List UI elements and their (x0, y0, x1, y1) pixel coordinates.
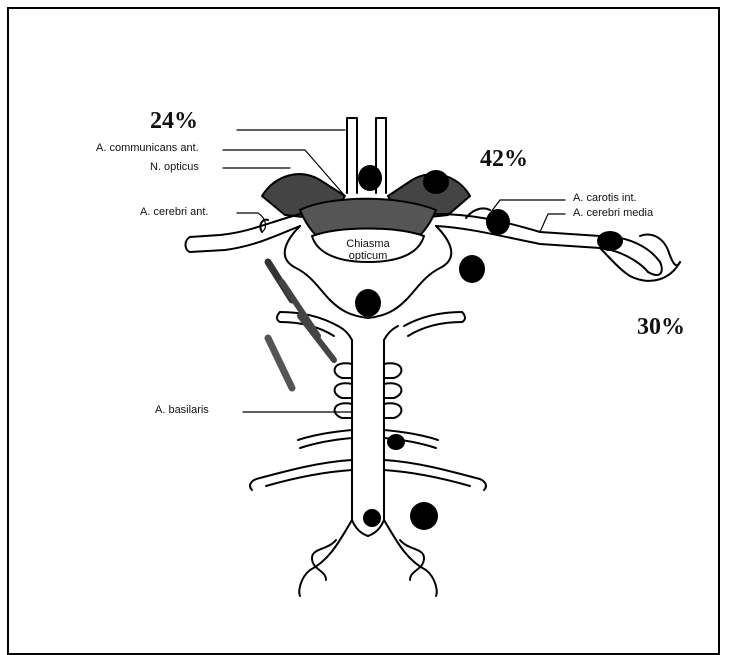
aneurysm-marker (387, 434, 405, 450)
label-chiasma: Chiasma (335, 238, 401, 250)
aneurysm-marker (355, 289, 381, 317)
label-chiasma-opticum: Chiasma opticum (335, 238, 401, 262)
label-a-cerebri-media: A. cerebri media (573, 207, 653, 219)
label-a-communicans-ant: A. communicans ant. (96, 142, 199, 154)
aneurysm-marker (410, 502, 438, 530)
percent-30: 30% (637, 314, 685, 341)
label-opticum: opticum (335, 250, 401, 262)
aneurysm-marker (358, 165, 382, 191)
optic-nerve-left (347, 118, 357, 193)
aneurysm-marker (459, 255, 485, 283)
percent-24: 24% (150, 108, 198, 135)
aneurysm-marker (423, 170, 449, 194)
a-cerebri-media-right (436, 214, 660, 262)
aneurysm-marker (486, 209, 510, 235)
label-a-carotis-int: A. carotis int. (573, 192, 637, 204)
aneurysm-marker (597, 231, 623, 251)
label-a-cerebri-ant: A. cerebri ant. (140, 206, 208, 218)
label-n-opticus: N. opticus (150, 161, 199, 173)
percent-42: 42% (480, 146, 528, 173)
aneurysm-marker (363, 509, 381, 527)
label-a-basilaris: A. basilaris (155, 404, 209, 416)
